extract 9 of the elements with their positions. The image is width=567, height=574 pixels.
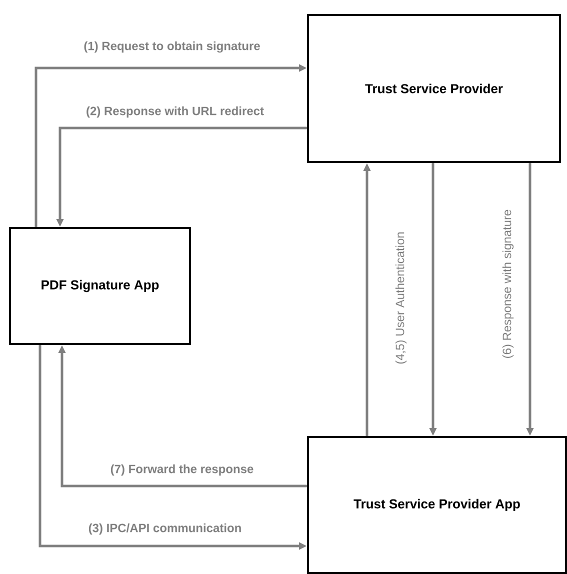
edge-label: (3) IPC/API communication <box>88 523 241 535</box>
process-box: PDF Signature App <box>9 227 191 345</box>
process-box: Trust Service Provider App <box>307 436 567 574</box>
edge-label: (7) Forward the response <box>110 464 254 476</box>
edge-label: (1) Request to obtain signature <box>84 41 260 53</box>
edge-label: (6) Response with signature <box>502 210 514 358</box>
edge-label: (2) Response with URL redirect <box>86 106 264 118</box>
process-box: Trust Service Provider <box>307 14 561 163</box>
edge-label: (4,5) User Authentication <box>395 232 407 364</box>
